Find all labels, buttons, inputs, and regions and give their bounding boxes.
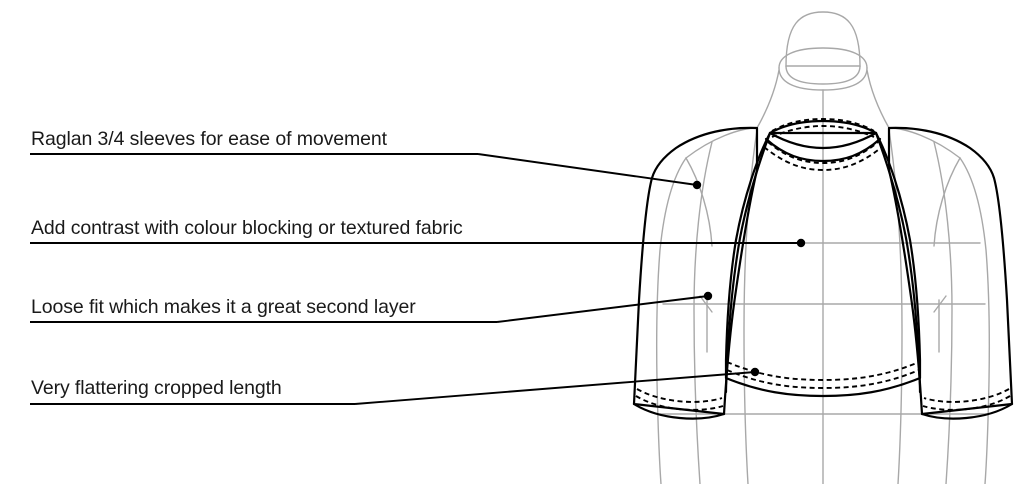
left-cuff-edge xyxy=(632,402,726,420)
right-raglan-seam xyxy=(874,131,922,394)
leader-raglan-sleeves xyxy=(30,153,702,190)
right-cuff-stitch-b xyxy=(923,388,1010,403)
callout-label-cropped-length: Very flattering cropped length xyxy=(31,377,282,399)
left-cuff-stitch-b xyxy=(636,388,723,403)
leader-loose-fit xyxy=(30,291,713,323)
neck-stitch-lower-a xyxy=(767,141,879,164)
left-raglan-seam xyxy=(724,131,772,394)
right-cuff-edge xyxy=(920,402,1014,420)
right-sleeve-outline xyxy=(887,126,1014,416)
neck-stitch-lower-b xyxy=(763,146,883,171)
neck-stitch-top xyxy=(771,118,875,132)
garment-body xyxy=(632,119,1014,420)
neck-stitch-upper xyxy=(771,125,875,138)
leader-colour-blocking xyxy=(30,238,806,248)
hem-stitch-b xyxy=(726,361,920,381)
left-sleeve-outline xyxy=(632,126,759,416)
leader-cropped-length xyxy=(30,367,760,405)
right-cuff-stitch-a xyxy=(922,395,1011,411)
topstitching-detail xyxy=(635,118,1011,411)
neckline-outer-edge xyxy=(768,119,878,135)
neckline-band-lower xyxy=(764,137,882,163)
neckline-band-upper xyxy=(768,131,878,150)
body-front-outline xyxy=(724,131,922,398)
callout-label-colour-blocking: Add contrast with colour blocking or tex… xyxy=(31,217,463,239)
left-cuff-stitch-a xyxy=(635,395,724,411)
hem-stitch-a xyxy=(726,369,920,389)
callout-leader-lines xyxy=(30,153,806,405)
callout-label-raglan-sleeves: Raglan 3/4 sleeves for ease of movement xyxy=(31,128,387,150)
callout-label-loose-fit: Loose fit which makes it a great second … xyxy=(31,296,416,318)
